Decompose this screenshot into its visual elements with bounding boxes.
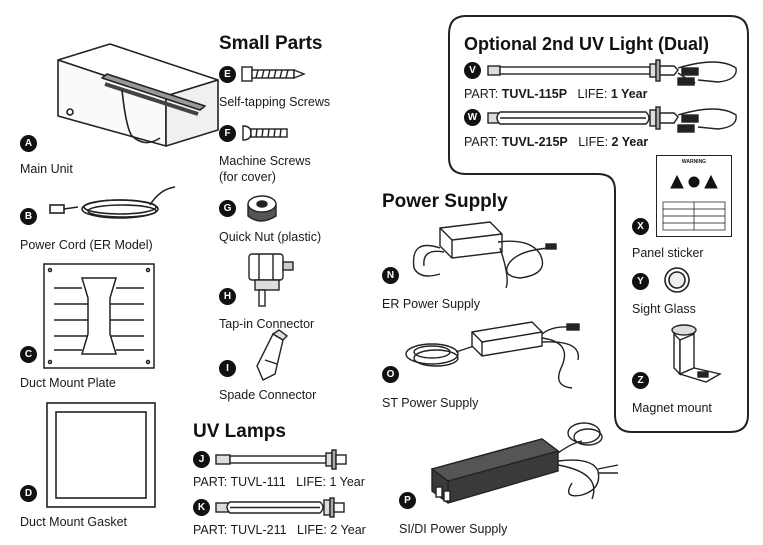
machine-screw-icon xyxy=(242,125,288,141)
badge-h: H xyxy=(219,288,236,305)
uv-lamp-j-illustration xyxy=(215,449,347,470)
badge-n: N xyxy=(382,267,399,284)
tap-in-connector-icon xyxy=(248,253,294,307)
label-tap-in-connector: Tap-in Connector xyxy=(219,317,315,331)
label-duct-mount-plate: Duct Mount Plate xyxy=(20,376,116,390)
life-prefix: LIFE: xyxy=(296,475,326,489)
heading-power-supply: Power Supply xyxy=(382,191,508,212)
part-info-w: PART: TUVL-215P LIFE: 2 Year xyxy=(464,135,648,149)
sticker-title: WARNING xyxy=(681,159,707,165)
duct-mount-plate-illustration xyxy=(43,263,155,369)
badge-k: K xyxy=(193,499,210,516)
badge-f: F xyxy=(219,125,236,142)
power-cord-illustration xyxy=(49,186,176,219)
label-panel-sticker: Panel sticker xyxy=(632,246,704,260)
part-number: TUVL-115P xyxy=(501,87,568,101)
heading-small-parts: Small Parts xyxy=(219,33,323,54)
life-prefix: LIFE: xyxy=(578,135,609,149)
panel-sticker-illustration: WARNING xyxy=(656,155,732,237)
life-value: 1 Year xyxy=(610,87,648,101)
badge-v: V xyxy=(464,62,481,79)
part-info-j: PART: TUVL-111 LIFE: 1 Year xyxy=(193,475,365,489)
badge-p: P xyxy=(399,492,416,509)
life-value: 2 Year xyxy=(330,523,366,537)
main-unit-illustration xyxy=(57,43,219,147)
part-info-k: PART: TUVL-211 LIFE: 2 Year xyxy=(193,523,366,537)
badge-c: C xyxy=(20,346,37,363)
label-quick-nut: Quick Nut (plastic) xyxy=(219,230,322,244)
self-tapping-screw-icon xyxy=(241,66,306,82)
label-sight-glass: Sight Glass xyxy=(632,302,696,316)
badge-b: B xyxy=(20,208,37,225)
life-value: 1 Year xyxy=(329,475,365,489)
badge-a: A xyxy=(20,135,37,152)
part-number: TUVL-215P xyxy=(501,135,568,149)
er-power-supply-illustration xyxy=(412,221,557,289)
part-prefix: PART: xyxy=(193,475,228,489)
badge-o: O xyxy=(382,366,399,383)
badge-w: W xyxy=(464,109,481,126)
part-prefix: PART: xyxy=(193,523,228,537)
badge-i: I xyxy=(219,360,236,377)
badge-g: G xyxy=(219,200,236,217)
part-number: TUVL-211 xyxy=(230,523,287,537)
part-number: TUVL-111 xyxy=(230,475,286,489)
si-di-power-supply-illustration xyxy=(430,422,619,504)
duct-mount-gasket-illustration xyxy=(46,402,156,508)
label-self-tapping-screws: Self-tapping Screws xyxy=(219,95,331,109)
label-machine-screws-note: (for cover) xyxy=(219,170,276,184)
sticker-warning-symbols xyxy=(662,174,726,231)
badge-z: Z xyxy=(632,372,649,389)
label-magnet-mount: Magnet mount xyxy=(632,401,712,415)
sight-glass-icon xyxy=(664,267,690,293)
badge-x: X xyxy=(632,218,649,235)
badge-j: J xyxy=(193,451,210,468)
uv-lamp-k-illustration xyxy=(215,497,345,518)
label-duct-mount-gasket: Duct Mount Gasket xyxy=(20,515,127,529)
part-prefix: PART: xyxy=(464,135,499,149)
label-spade-connector: Spade Connector xyxy=(219,388,317,402)
uv-lamp-v-illustration xyxy=(487,59,737,86)
st-power-supply-illustration xyxy=(405,321,580,389)
label-st-power-supply: ST Power Supply xyxy=(382,396,479,410)
uv-lamp-w-illustration xyxy=(487,106,737,133)
badge-d: D xyxy=(20,485,37,502)
life-prefix: LIFE: xyxy=(577,87,608,101)
life-prefix: LIFE: xyxy=(297,523,327,537)
quick-nut-icon xyxy=(247,195,277,222)
badge-y: Y xyxy=(632,273,649,290)
label-main-unit: Main Unit xyxy=(20,162,73,176)
heading-uv-lamps: UV Lamps xyxy=(193,421,286,442)
spade-connector-icon xyxy=(256,329,289,381)
label-machine-screws: Machine Screws xyxy=(219,154,311,168)
label-si-di-power-supply: SI/DI Power Supply xyxy=(399,522,508,536)
label-er-power-supply: ER Power Supply xyxy=(382,297,480,311)
label-power-cord: Power Cord (ER Model) xyxy=(20,238,153,252)
badge-e: E xyxy=(219,66,236,83)
part-info-v: PART: TUVL-115P LIFE: 1 Year xyxy=(464,87,647,101)
magnet-mount-illustration xyxy=(671,324,722,383)
life-value: 2 Year xyxy=(611,135,649,149)
heading-optional-uv-light: Optional 2nd UV Light (Dual) xyxy=(464,34,709,54)
part-prefix: PART: xyxy=(464,87,499,101)
